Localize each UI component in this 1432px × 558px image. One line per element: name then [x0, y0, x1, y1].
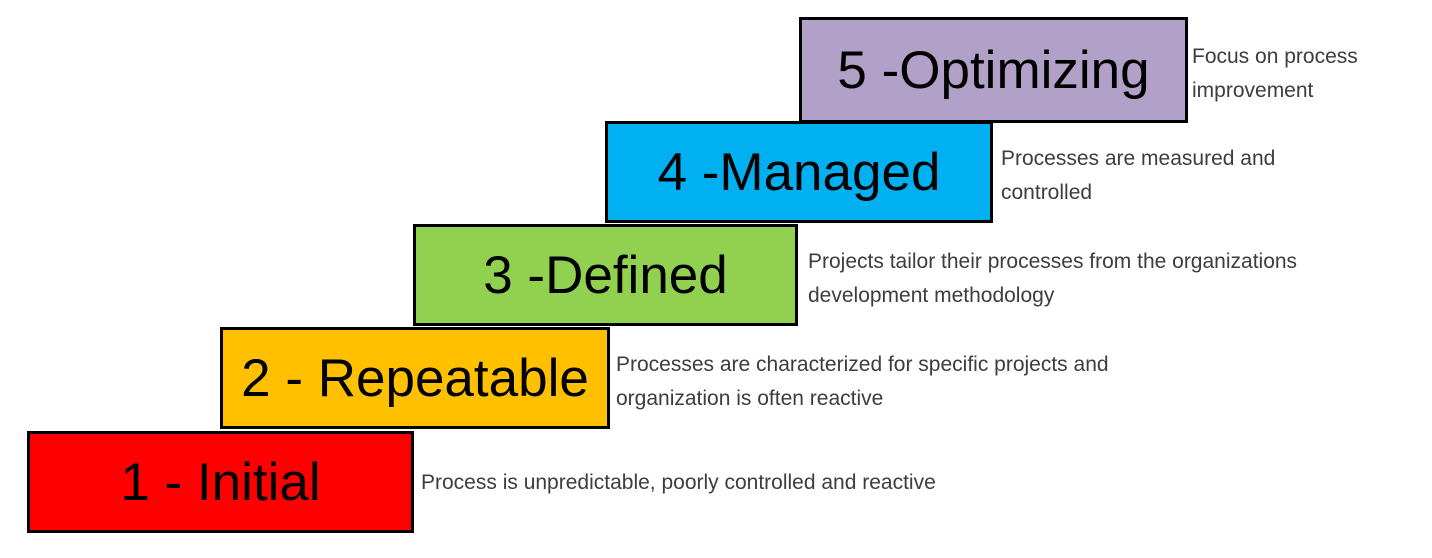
maturity-level-3-description: Projects tailor their processes from the…	[808, 250, 1298, 307]
maturity-level-4-label: 4 -Managed	[657, 142, 941, 202]
maturity-level-4-description: Processes are measured and controlled	[1001, 147, 1276, 204]
maturity-level-2-label: 2 - Repeatable	[241, 348, 589, 408]
maturity-level-1-description: Process is unpredictable, poorly control…	[421, 471, 936, 494]
maturity-level-5-label: 5 -Optimizing	[837, 40, 1150, 100]
maturity-level-2-box: 2 - Repeatable	[220, 327, 610, 429]
maturity-level-2-description: Processes are characterized for specific…	[616, 353, 1109, 410]
maturity-level-1-label: 1 - Initial	[120, 452, 321, 512]
maturity-level-3-box: 3 -Defined	[413, 224, 798, 326]
maturity-level-3-label: 3 -Defined	[483, 245, 728, 305]
maturity-level-5-box: 5 -Optimizing	[799, 17, 1188, 123]
maturity-level-1-box: 1 - Initial	[27, 431, 414, 533]
maturity-level-5-description: Focus on process improvement	[1192, 45, 1358, 102]
maturity-level-4-box: 4 -Managed	[605, 121, 993, 223]
